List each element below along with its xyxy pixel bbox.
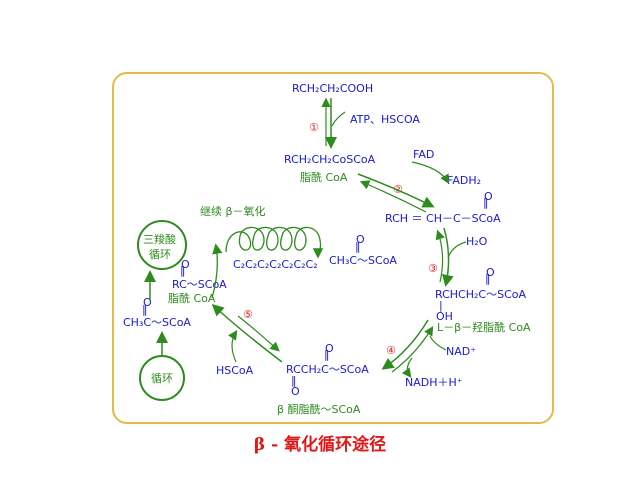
tca-cycle-circle <box>137 220 187 270</box>
acyl-coa-formula: RCH₂CH₂CoSCoA <box>284 153 376 166</box>
acyl-coa-name: 脂酰 CoA <box>300 170 348 184</box>
step-2-arrow <box>357 173 435 208</box>
hydroxy-oh: OH <box>436 310 453 323</box>
acetyl-coa-formula: CH₃C～SCoA <box>329 254 397 267</box>
acetyl2-carbonyl-o: O <box>143 296 152 309</box>
h2o-cofactor-arrow <box>447 241 467 259</box>
fatty-acid-label: RCH₂CH₂COOH <box>292 82 373 95</box>
keto-coa-name: β 酮脂酰～SCoA <box>277 402 361 416</box>
oxidation-spiral <box>225 226 324 259</box>
hydroxy-coa-name: L－β－羟脂酰 CoA <box>437 320 531 334</box>
keto-coa-formula: RCCH₂C～SCoA <box>286 363 369 376</box>
step-5-reverse-arrow <box>237 315 280 352</box>
diagram-frame <box>112 72 554 424</box>
tca-label-line2: 循环 <box>149 248 171 261</box>
atp-hscoa-label: ATP、HSCOA <box>350 113 420 126</box>
short-acyl-name: 脂酰 CoA <box>168 291 216 305</box>
step-1-marker: ① <box>309 121 319 134</box>
acetyl-double-bond: ‖ <box>355 240 361 253</box>
hscoa-label: HSCoA <box>216 364 254 377</box>
keto-carbonyl-o-top: O <box>325 342 334 355</box>
hydroxy-double-bond: ‖ <box>485 272 491 285</box>
nad-label: NAD⁺ <box>446 345 476 358</box>
step-2-reverse-arrow <box>359 180 427 213</box>
acetyl2-coa-formula: CH₃C～SCoA <box>123 316 191 329</box>
step-5-marker: ⑤ <box>243 308 253 321</box>
step-4-arrow <box>381 319 429 370</box>
step-4-marker: ④ <box>386 344 396 357</box>
enoyl-carbonyl-o: O <box>484 190 493 203</box>
nad-cofactor-arrow <box>429 335 447 351</box>
nadh-cofactor-arrow <box>401 357 413 378</box>
hydroxy-oh-bond: | <box>439 299 443 312</box>
hscoa-cofactor-arrow <box>228 330 238 363</box>
acetyl2-double-bond: ‖ <box>142 303 148 316</box>
atp-arrow <box>331 111 346 127</box>
short-acyl-arrow <box>211 243 223 299</box>
fad-label: FAD <box>413 148 434 161</box>
short-acyl-carbonyl-o: O <box>181 258 190 271</box>
cycle-circle <box>139 355 185 401</box>
short-acyl-double-bond: ‖ <box>180 264 186 277</box>
enoyl-coa-formula: RCH ＝ CH－C－SCoA <box>385 212 501 225</box>
nadh-label: NADH＋H⁺ <box>405 376 463 389</box>
h2o-label: H₂O <box>466 235 488 248</box>
hydroxy-coa-formula: RCHCH₂C～SCoA <box>435 288 526 301</box>
cycle-label: 循环 <box>151 372 173 385</box>
continue-oxidation-label: 继续 β－氧化 <box>200 204 266 218</box>
page-title: β - 氧化循环途径 <box>253 435 387 455</box>
keto-double-bond-top: ‖ <box>324 348 330 361</box>
step-3-reverse-arrow <box>435 229 445 283</box>
fadh2-label: FADH₂ <box>447 174 481 187</box>
short-acyl-formula: RC～SCoA <box>172 278 227 291</box>
step-5-arrow <box>211 303 283 363</box>
step-3-marker: ③ <box>428 262 438 275</box>
keto-double-bond-bottom: ‖ <box>291 374 297 387</box>
carbon-chain-label: C₂C₂C₂C₂C₂C₂C₂ <box>233 258 318 271</box>
acetyl-carbonyl-o: O <box>356 233 365 246</box>
enoyl-double-bond: ‖ <box>483 196 489 209</box>
hydroxy-carbonyl-o: O <box>486 266 495 279</box>
keto-carbonyl-o-bottom: O <box>291 385 300 398</box>
fad-cofactor-arrow <box>411 161 450 185</box>
step-4-reverse-arrow <box>391 325 434 373</box>
tca-label-line1: 三羧酸 <box>143 232 176 246</box>
